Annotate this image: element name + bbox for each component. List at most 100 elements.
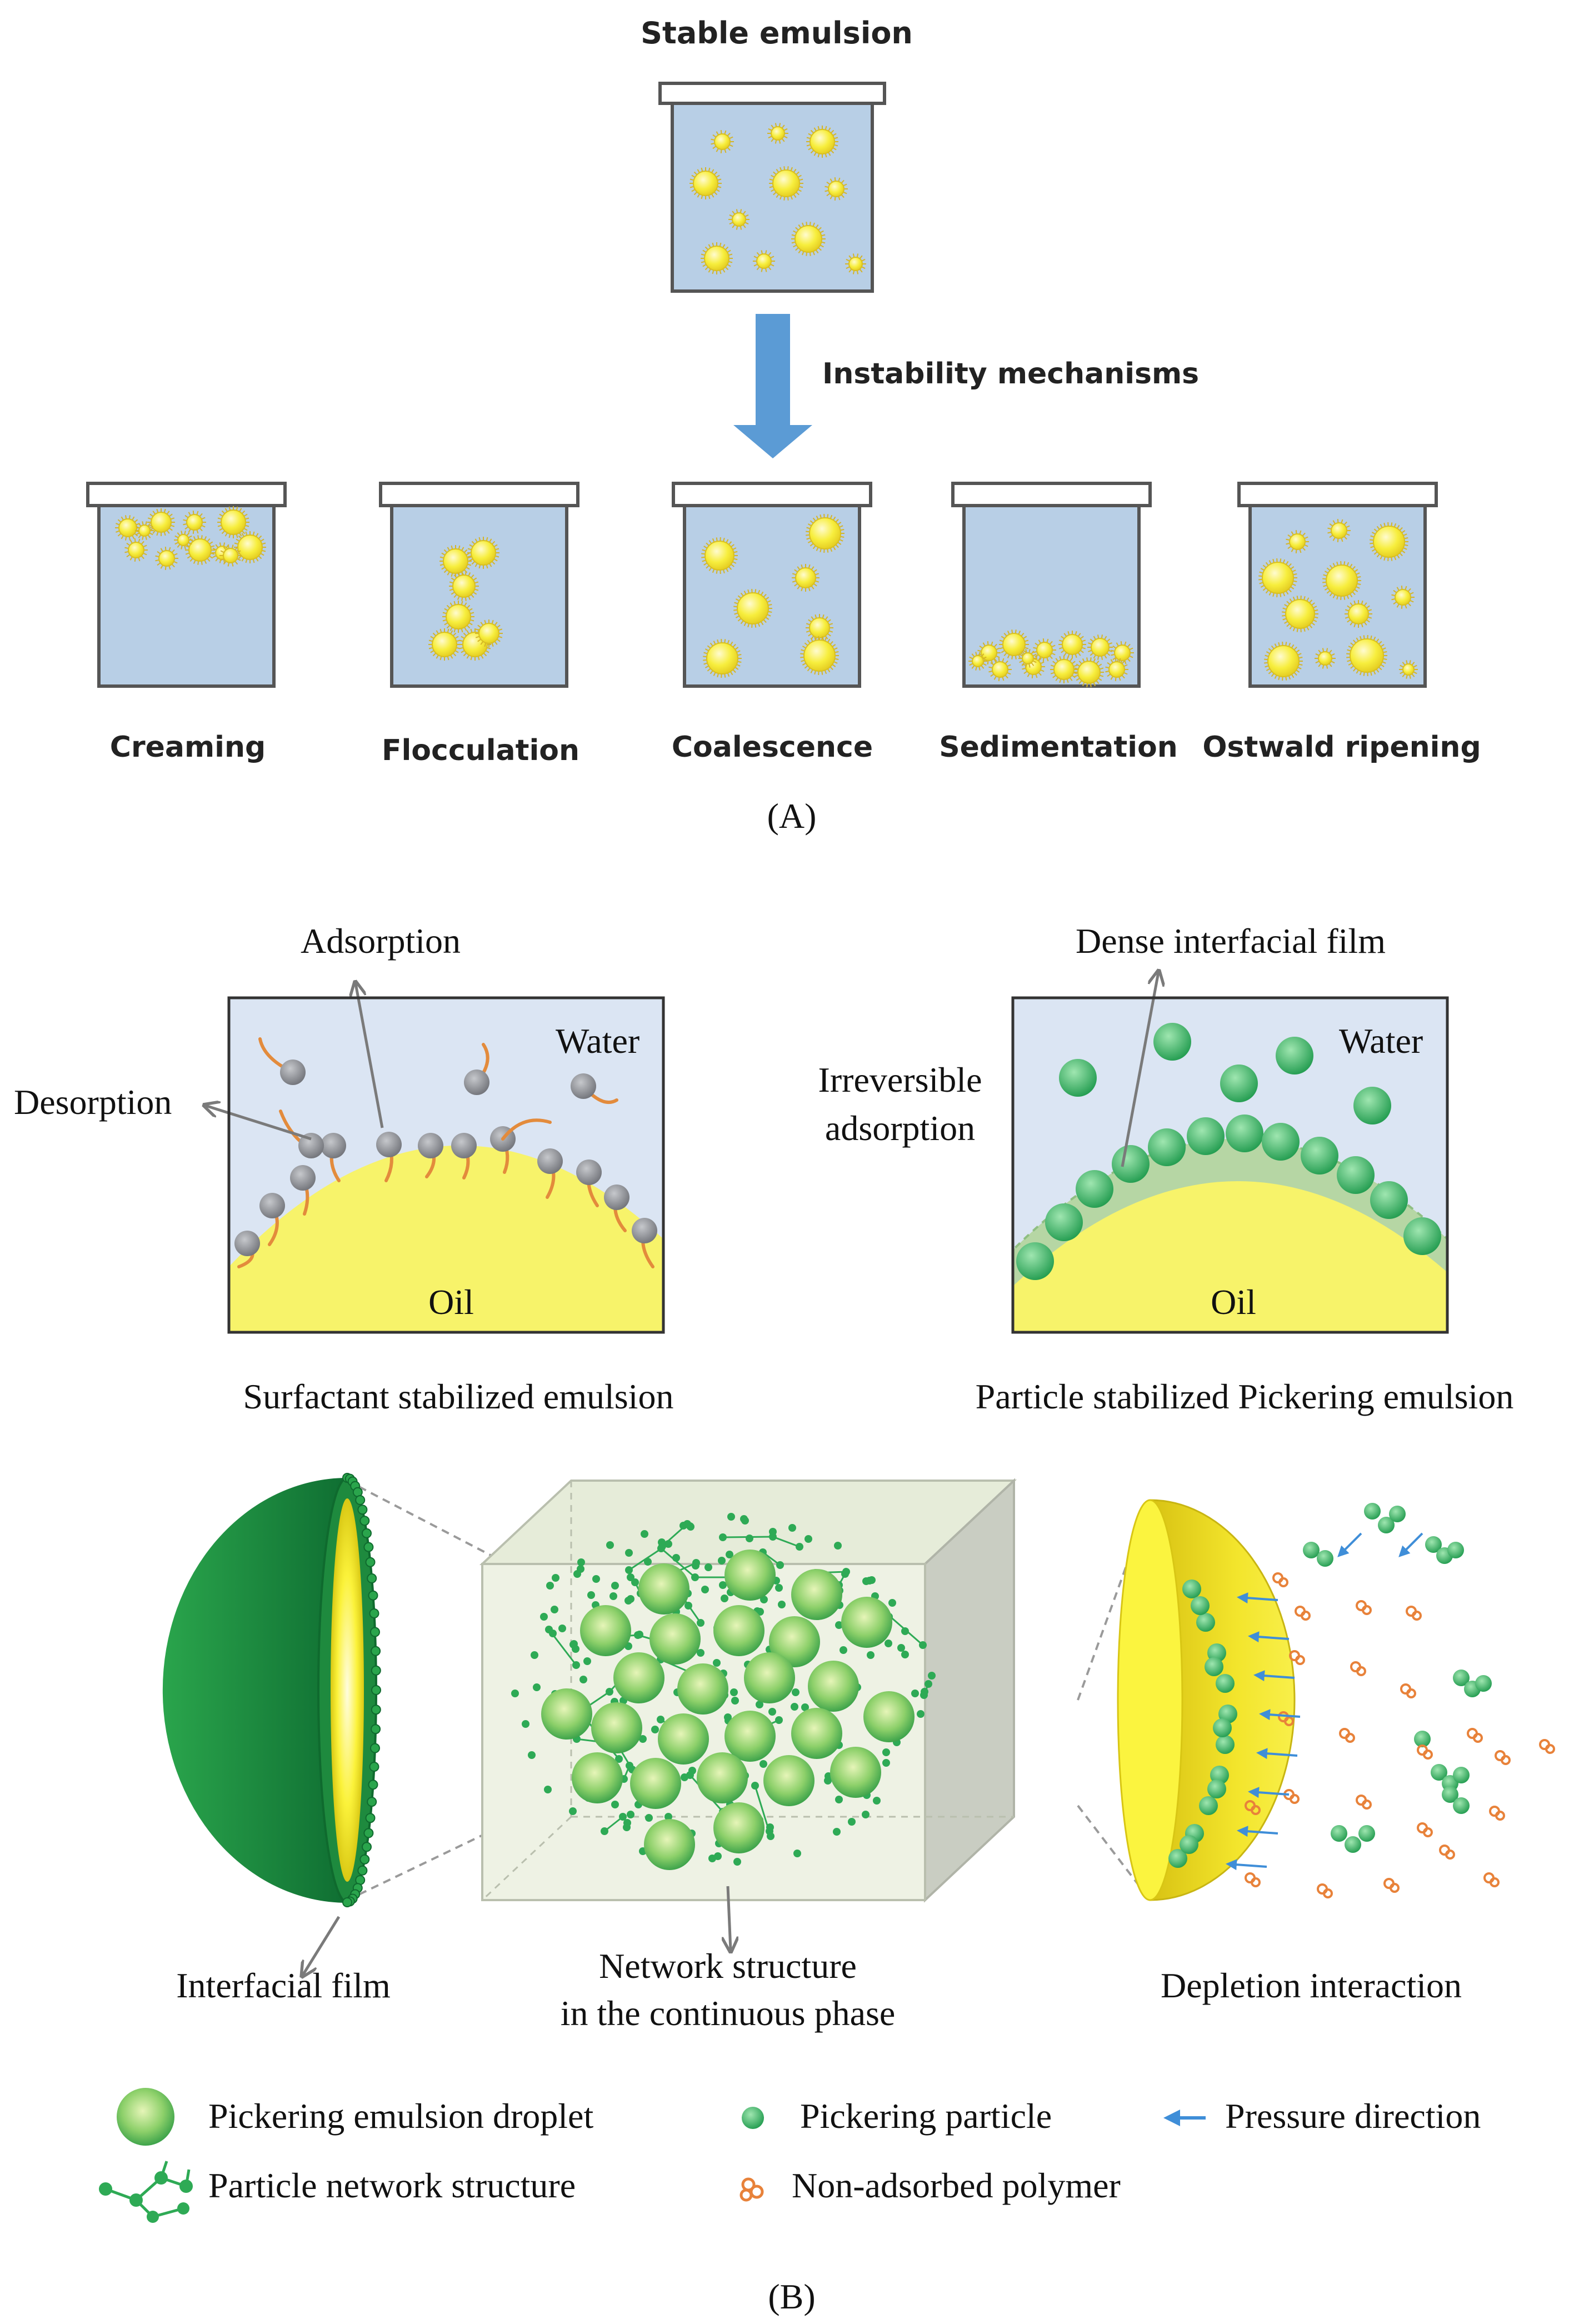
droplet [792,564,820,592]
surfactant-head [604,1185,629,1210]
droplet [1050,656,1078,683]
depletion-label: Depletion interaction [1161,1966,1462,2005]
network-node [834,1542,842,1550]
droplet-body [809,617,830,638]
droplet [1018,649,1037,668]
droplet-spikes [155,547,178,570]
polymer-coil [1323,1888,1333,1898]
network-node [791,1703,798,1711]
network-node [664,1813,672,1821]
surfactant-head [464,1069,489,1095]
caption-a: (A) [767,796,817,836]
network-node [615,1755,623,1763]
droplet-spikes [1074,657,1104,687]
polymer-coil [1356,1666,1366,1676]
droplet-body [158,550,175,567]
droplet-body [128,542,144,558]
network-node [528,1751,536,1759]
network-node [627,1811,634,1818]
network-droplet [724,1550,776,1601]
network-node [522,1720,529,1728]
droplet-body [810,129,835,154]
polymer [1295,1606,1311,1621]
droplet [806,614,833,642]
droplet-body [992,661,1008,678]
droplet [124,538,148,562]
droplet-spikes [124,538,148,562]
legend-network-icon [99,2161,193,2223]
network-node [835,1621,843,1629]
droplet-body [981,644,997,661]
network-node [546,1582,554,1590]
adsorption-label-right: adsorption [825,1108,975,1148]
network-node [911,1690,919,1697]
shell-particle [370,1627,380,1637]
polymer [1417,1745,1433,1760]
surfactant-head [576,1159,602,1185]
network-node [882,1748,890,1756]
network-node [606,1541,614,1549]
surfactant-emulsion-diagram: Adsorption Desorption Water Oil Surfacta… [14,921,673,1416]
droplet [185,535,215,565]
surfactant-molecule [321,1133,346,1182]
droplet-body [1289,533,1306,550]
droplet-body [714,133,731,150]
droplet-body [795,567,816,588]
droplet-body [795,225,822,253]
network-node [792,1688,800,1696]
droplet-body [1285,599,1315,629]
network-node [691,1573,699,1581]
droplet [1111,641,1134,664]
network-droplet [580,1605,631,1656]
network-node [925,1680,932,1688]
droplet-spikes [1058,631,1086,658]
surfactant-adsorbing [501,1118,552,1141]
network-node [713,1659,721,1667]
pickering-particles [1016,1023,1441,1280]
polymer [1245,1872,1261,1887]
network-node [657,1716,664,1723]
interfacial-film-droplet [162,1473,381,1907]
network-node [873,1797,881,1805]
free-particle [1453,1670,1470,1686]
shell-particle [368,1590,378,1601]
network-node [692,1562,699,1570]
network-node [801,1703,809,1711]
surface-particle [1199,1796,1218,1815]
network-node [623,1819,631,1827]
surfactant-head [376,1132,402,1157]
droplet-spikes [449,571,479,601]
droplet-body [1373,526,1405,558]
droplet-spikes [1315,648,1336,669]
droplet [806,513,845,553]
droplet-spikes [442,601,474,633]
surfactant-tail [501,1118,552,1141]
coalescence-droplets [701,513,845,678]
droplet [806,126,838,158]
droplet-body [737,592,769,624]
network-node [697,1619,704,1627]
surface-particle [1216,1674,1235,1693]
droplet [1074,657,1104,687]
droplet [800,636,839,676]
free-particle [1414,1731,1431,1747]
droplet [1058,631,1086,658]
surfactant-head [290,1165,316,1191]
free-particle [1378,1517,1395,1533]
free-particle [1358,1825,1375,1842]
shell-particle [367,1573,377,1583]
network-node [641,1530,648,1538]
pressure-arrow [1337,1532,1362,1557]
polymer [1289,1650,1305,1665]
legend: Pickering emulsion droplet Pickering par… [99,2088,1481,2316]
shell-particle [359,1516,370,1526]
beaker-coalescence [672,482,872,688]
irreversible-label: Irreversible [818,1060,982,1099]
network-node [701,1586,709,1593]
network-node [697,1649,704,1657]
surfactant-molecule [259,1193,285,1246]
network-node [731,1697,739,1705]
droplet [1315,648,1336,669]
droplet-spikes [728,209,749,230]
network-droplet [649,1613,701,1665]
